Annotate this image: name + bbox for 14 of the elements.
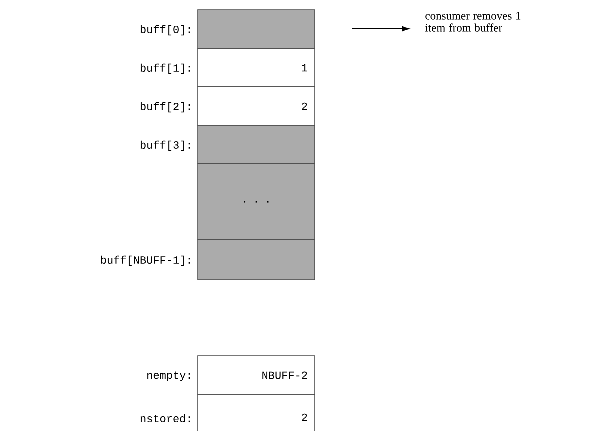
arrow	[352, 26, 410, 32]
memory-cell: . . .	[198, 164, 316, 240]
cell-label: buff[2]:	[140, 102, 190, 113]
memory-cell: NBUFF-2	[198, 356, 316, 396]
memory-cell: 2	[198, 86, 316, 126]
cell-label: nempty:	[148, 372, 190, 382]
cell-label: buff[3]:	[140, 140, 190, 152]
note-text: consumer removes 1 item from buffer	[425, 12, 521, 32]
memory-cell: 1	[198, 48, 316, 88]
cell-label: buff[1]:	[140, 64, 190, 74]
cell-label: buff[NBUFF-1]:	[101, 256, 190, 266]
cell-label: nstored:	[140, 414, 190, 423]
cell-label: buff[0]:	[140, 25, 190, 36]
memory-cell: 2	[198, 394, 316, 431]
